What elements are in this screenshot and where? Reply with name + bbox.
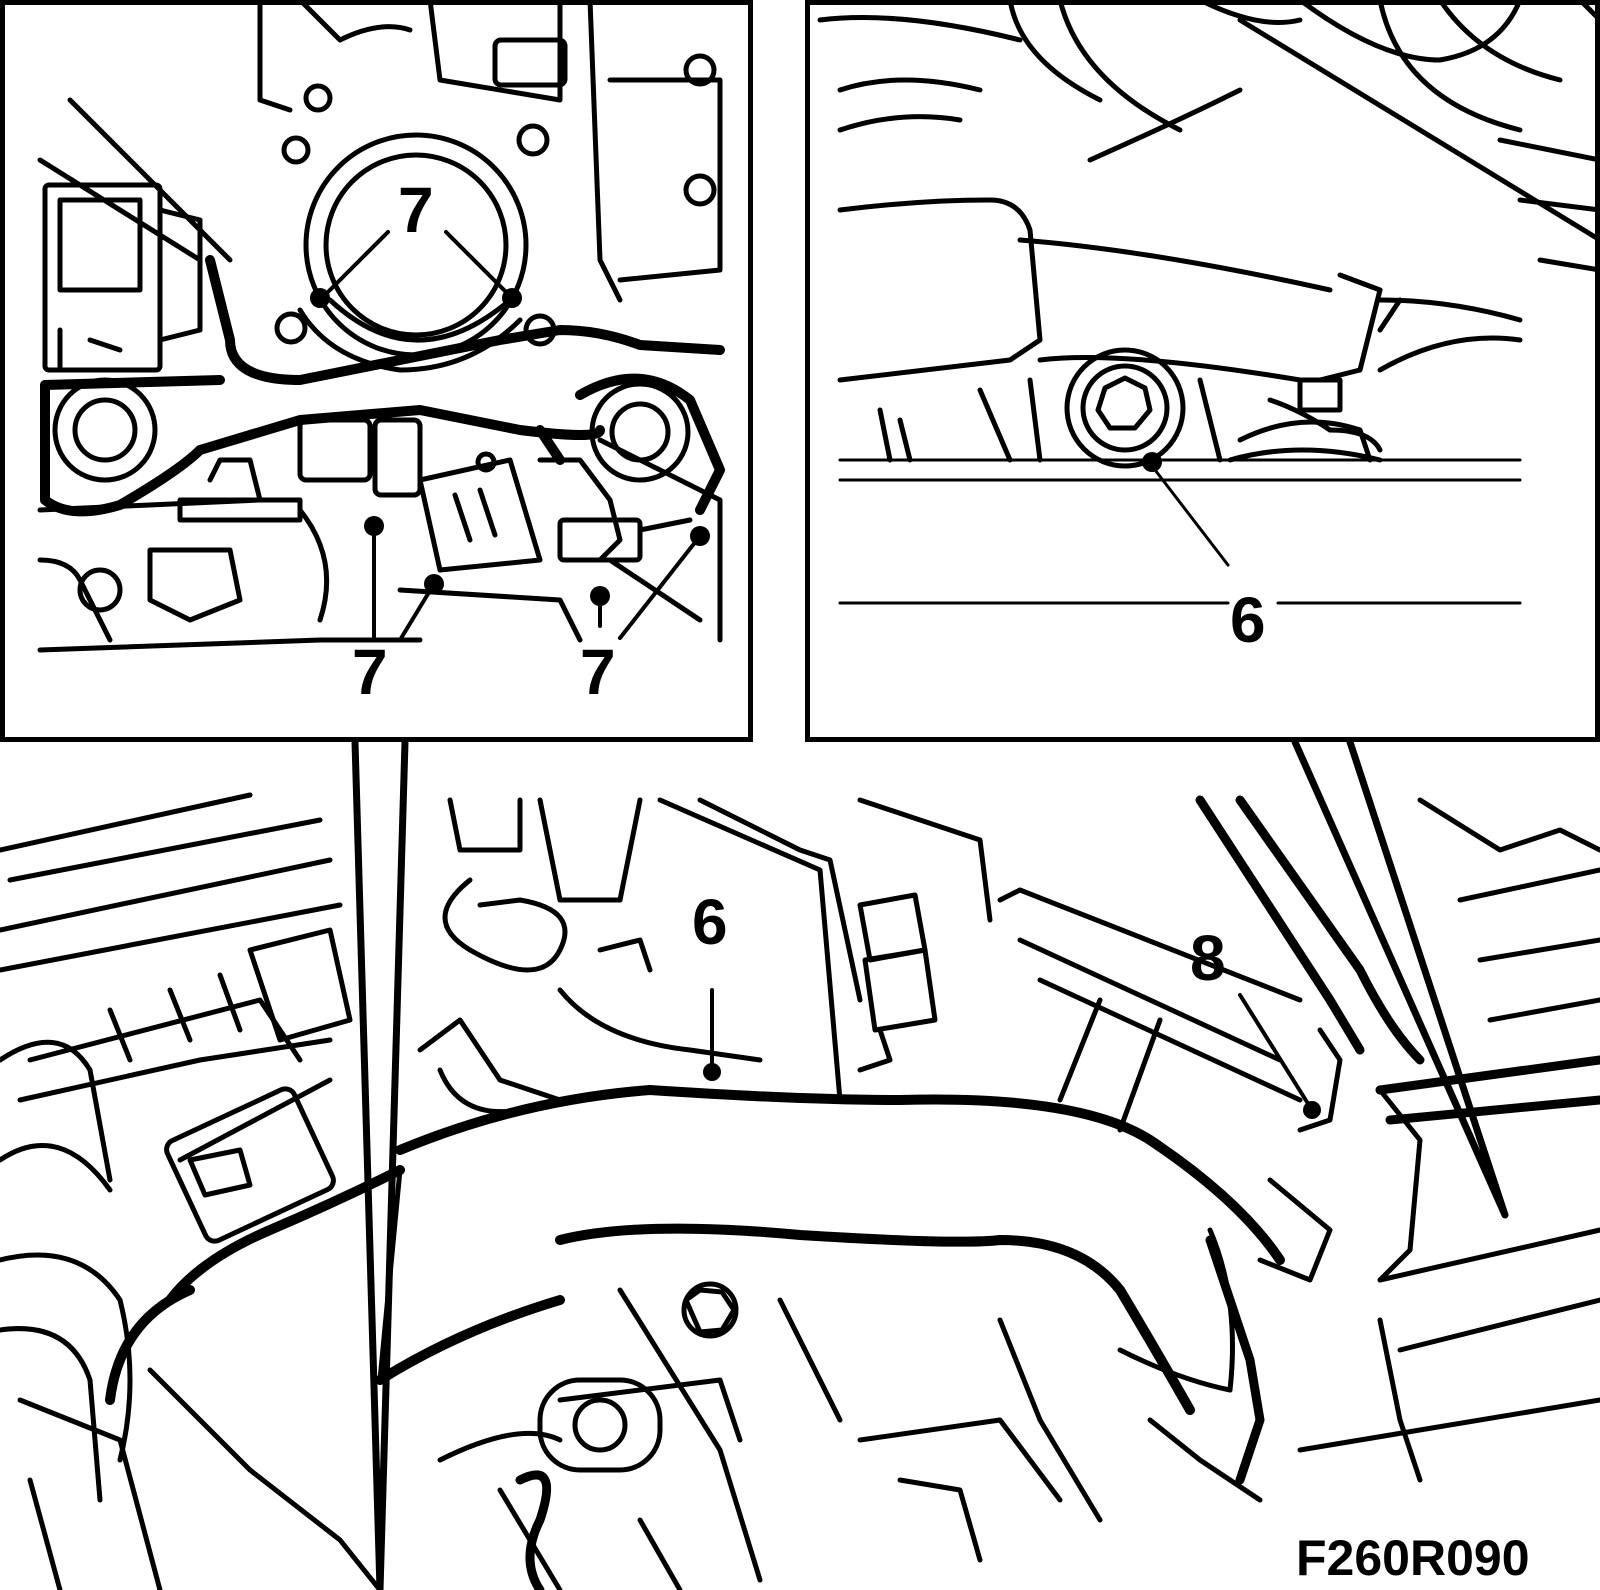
- callout-dot-bolt-left: [310, 288, 330, 308]
- callout-dot-clip: [1303, 1101, 1321, 1119]
- callout-6-inset: 6: [1230, 584, 1266, 656]
- inset-pointers: [351, 738, 1509, 1590]
- main-engine-view: 6 8: [0, 792, 1600, 1590]
- callout-6-main: 6: [692, 886, 728, 958]
- inset-left-throttle-body: 7 7 7: [0, 0, 753, 742]
- figure-id: F260R090: [1296, 1530, 1530, 1586]
- callout-8-main: 8: [1190, 922, 1226, 994]
- callout-dot-connector-2: [424, 574, 444, 594]
- callout-7-top: 7: [398, 174, 434, 246]
- callout-dot-connector-3: [590, 586, 610, 606]
- callout-7-bottom-left: 7: [352, 636, 388, 708]
- callout-dot-bolt-right: [502, 288, 522, 308]
- inset-right-hose-clamp: 6: [805, 0, 1600, 742]
- callout-dot-connector-4: [690, 526, 710, 546]
- callout-dot-connector-1: [364, 516, 384, 536]
- callout-dot-plug: [1142, 452, 1162, 472]
- callout-7-bottom-right: 7: [580, 636, 616, 708]
- callout-dot-hose: [703, 1063, 721, 1081]
